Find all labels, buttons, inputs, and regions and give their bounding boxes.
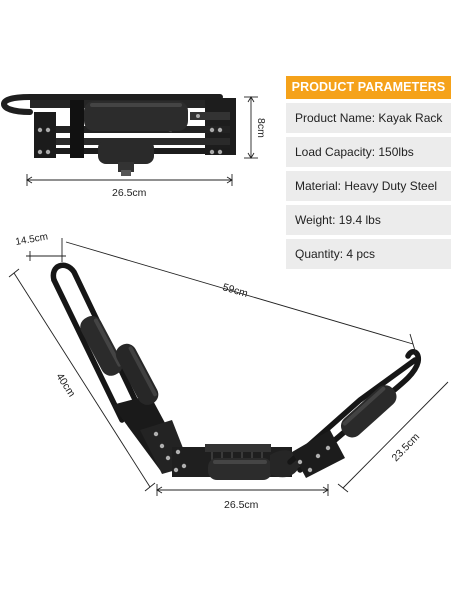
param-material: Material: Heavy Duty Steel [286,171,451,201]
left-arm-dimension [8,268,156,492]
right-arm-dimension [337,381,449,493]
base-width-label: 26.5cm [224,499,259,511]
offset-label: 14.5cm [15,231,49,248]
base-width-dimension [156,484,329,496]
param-product-name: Product Name: Kayak Rack [286,103,451,133]
param-quantity: Quantity: 4 pcs [286,239,451,269]
top-width-dimension [26,174,233,186]
folded-rack-illustration [0,94,236,176]
product-parameters-header: PRODUCT PARAMETERS [286,76,451,99]
param-weight: Weight: 19.4 lbs [286,205,451,235]
span-dimension [65,241,417,355]
span-label: 59cm [221,281,249,300]
top-height-dimension [244,96,258,159]
product-parameters-panel: PRODUCT PARAMETERS Product Name: Kayak R… [286,76,451,269]
top-height-label: 8cm [255,118,267,138]
offset-dimension [26,238,66,262]
open-rack-illustration [50,262,422,480]
top-width-label: 26.5cm [112,187,147,199]
param-load-capacity: Load Capacity: 150lbs [286,137,451,167]
left-arm-label: 40cm [53,371,77,399]
